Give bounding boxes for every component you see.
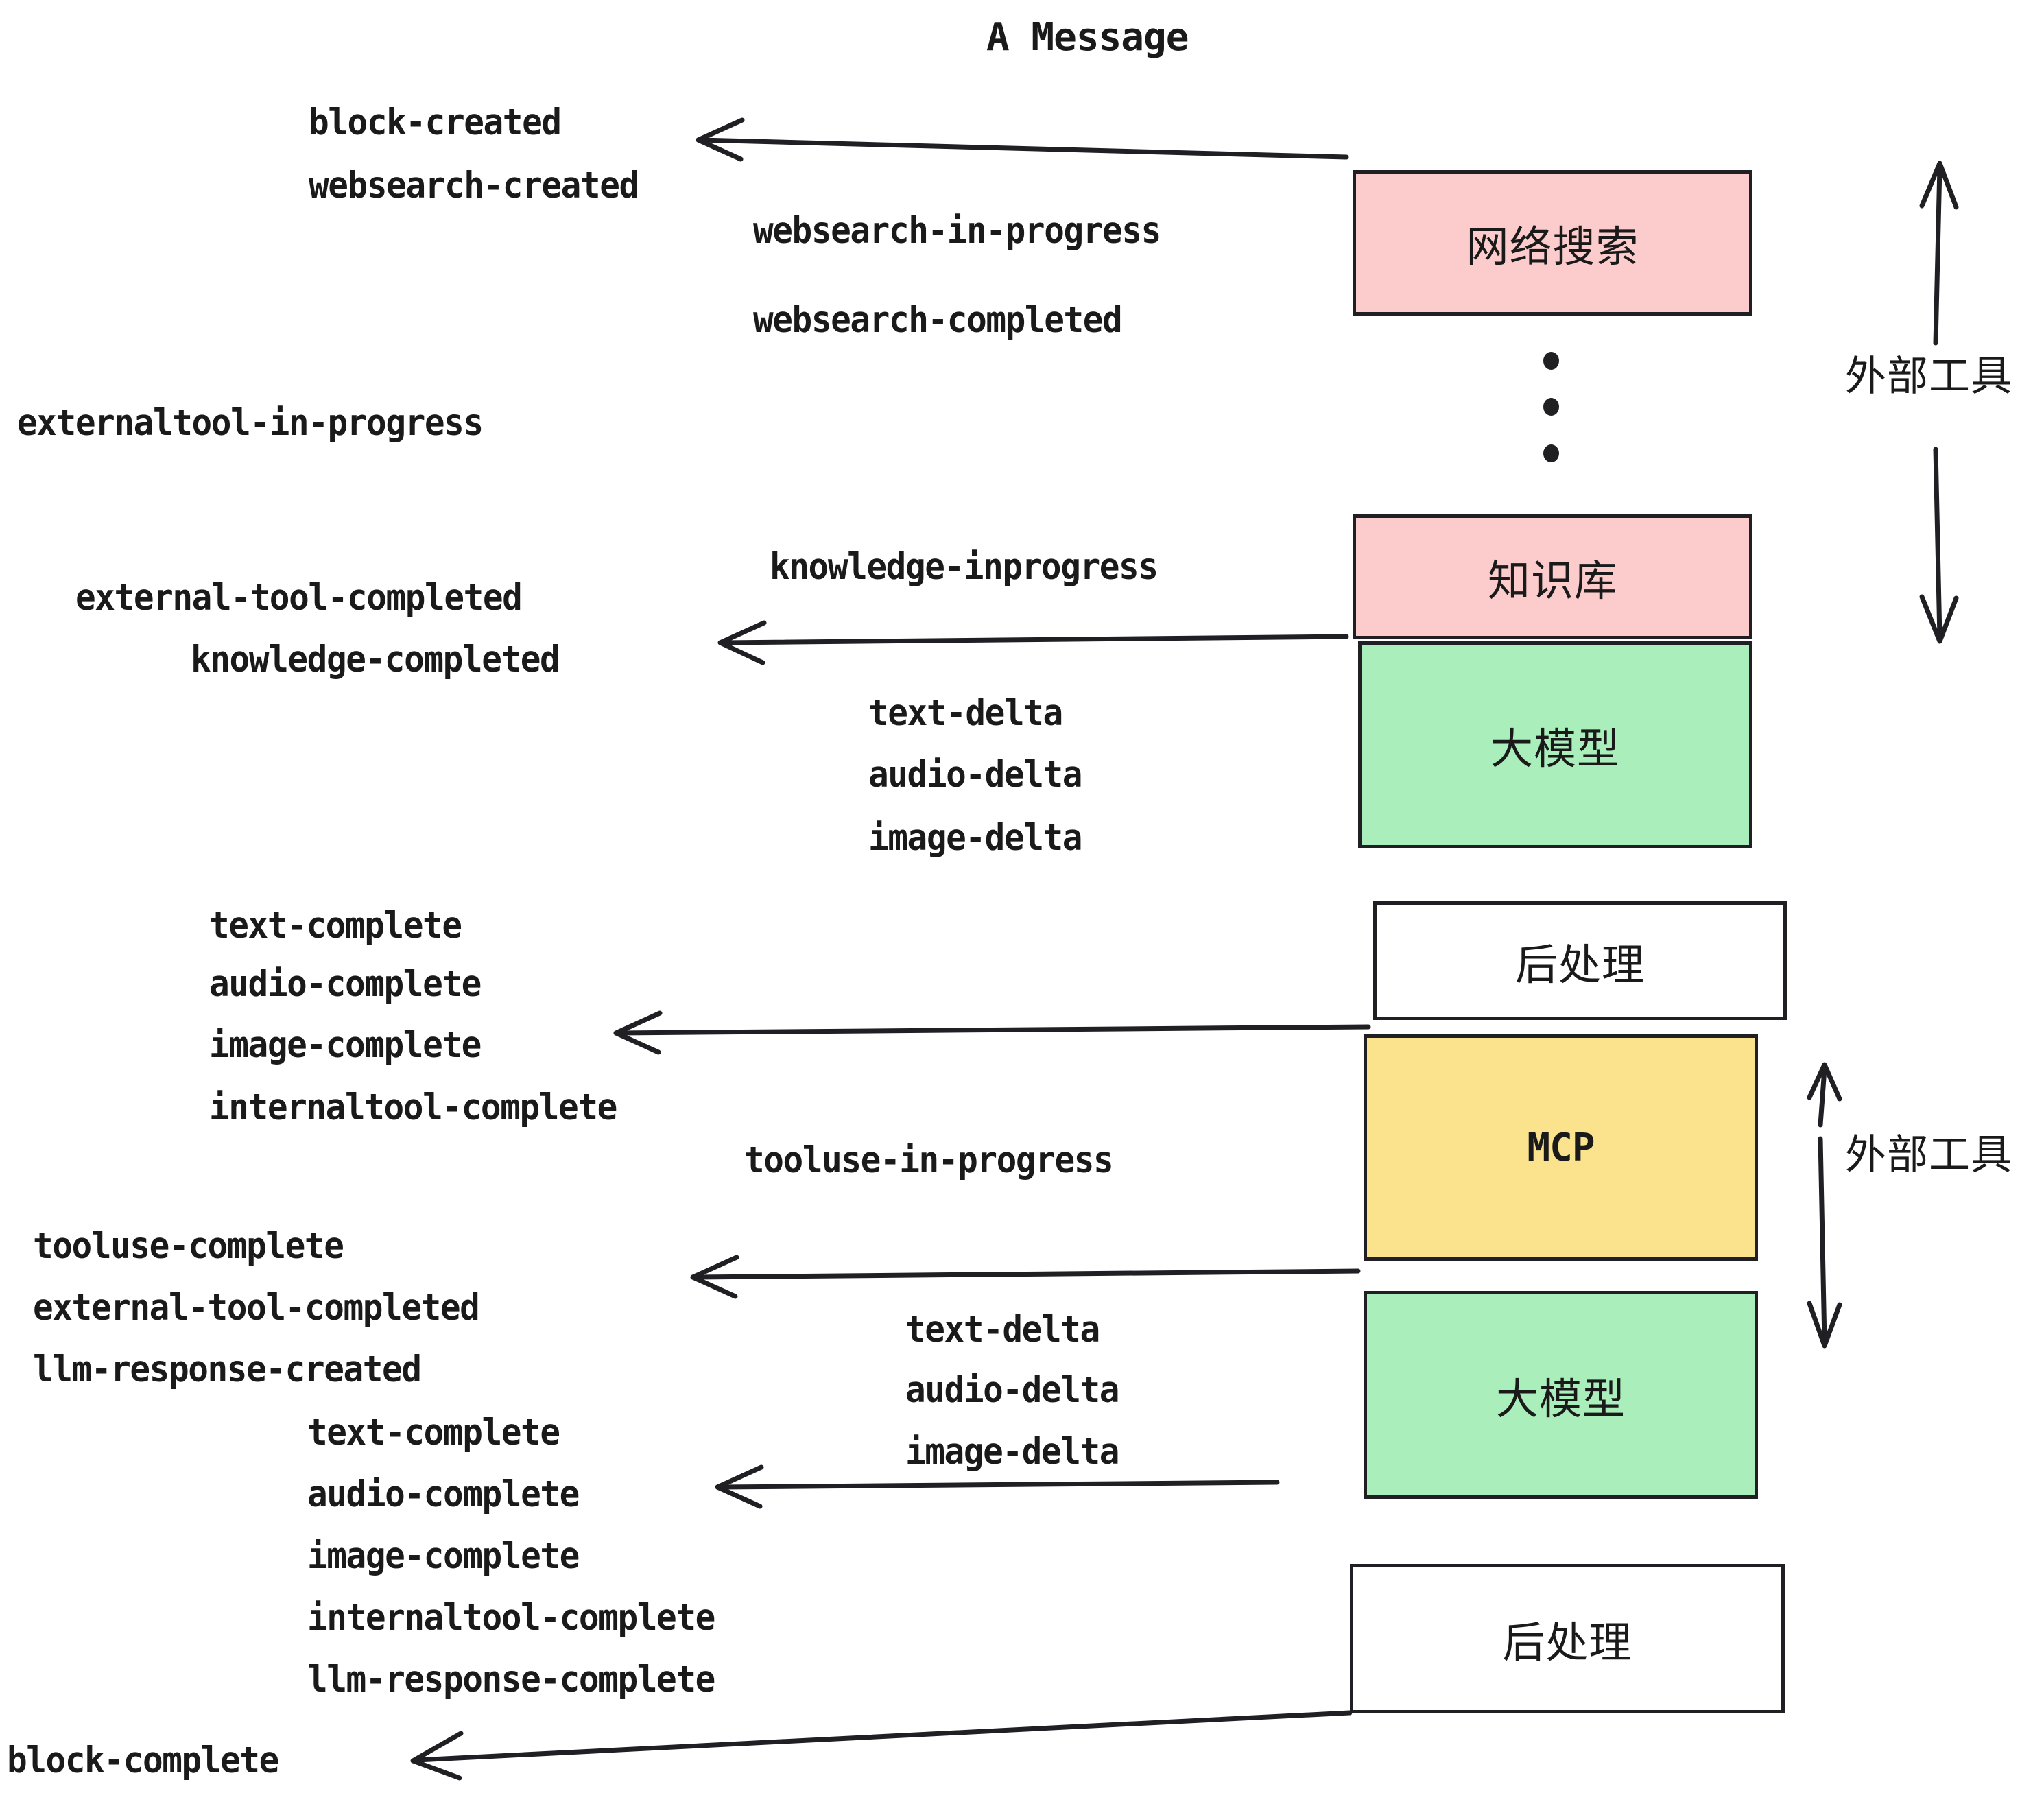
arrow-tooluse-complete: [690, 1255, 1361, 1299]
node-postprocess-2[interactable]: 后处理: [1350, 1564, 1785, 1713]
event-block-created: block-created: [309, 102, 562, 143]
event-audio-delta-1: audio-delta: [868, 754, 1082, 796]
event-text-delta-2: text-delta: [905, 1309, 1100, 1351]
node-websearch-label: 网络搜索: [1466, 222, 1639, 272]
event-internaltool-complete-2: internaltool-complete: [307, 1597, 715, 1639]
node-postprocess-2-label: 后处理: [1502, 1617, 1632, 1667]
node-postprocess-1-label: 后处理: [1514, 939, 1645, 990]
arrow-audio-complete: [715, 1464, 1280, 1509]
event-external-tool-completed-1: external-tool-completed: [75, 577, 523, 619]
arrow-block-created: [696, 117, 1349, 162]
event-audio-complete-1: audio-complete: [209, 963, 482, 1005]
event-knowledge-inprogress: knowledge-inprogress: [770, 546, 1158, 588]
event-image-complete-2: image-complete: [307, 1535, 580, 1577]
node-knowledge[interactable]: 知识库: [1353, 514, 1752, 639]
node-knowledge-label: 知识库: [1487, 556, 1617, 606]
event-tooluse-complete: tooluse-complete: [33, 1225, 344, 1267]
event-llm-response-complete: llm-response-complete: [307, 1659, 715, 1700]
event-websearch-created: websearch-created: [309, 165, 639, 206]
event-block-complete: block-complete: [7, 1740, 279, 1781]
node-llm-second-label: 大模型: [1495, 1373, 1626, 1424]
event-image-complete-1: image-complete: [209, 1024, 482, 1066]
event-text-delta-1: text-delta: [868, 692, 1063, 734]
event-tooluse-in-progress: tooluse-in-progress: [744, 1139, 1114, 1181]
event-audio-complete-2: audio-complete: [307, 1473, 580, 1515]
arrow-knowledge-completed: [717, 620, 1349, 665]
label-external-tools-top: 外部工具: [1845, 353, 2012, 401]
ellipsis-dot-1: [1543, 352, 1559, 370]
event-audio-delta-2: audio-delta: [905, 1369, 1119, 1411]
event-text-complete-1: text-complete: [209, 905, 462, 947]
event-knowledge-completed: knowledge-completed: [191, 639, 560, 680]
node-mcp[interactable]: MCP: [1364, 1034, 1758, 1261]
arrow-block-complete: [410, 1710, 1353, 1781]
node-llm-first-label: 大模型: [1490, 724, 1620, 774]
ellipsis-dot-2: [1543, 398, 1559, 416]
event-text-complete-2: text-complete: [307, 1412, 560, 1453]
diagram-title: A Message: [986, 15, 1189, 60]
label-external-tools-bottom: 外部工具: [1845, 1131, 2012, 1179]
event-websearch-in-progress: websearch-in-progress: [753, 210, 1161, 252]
event-websearch-completed: websearch-completed: [753, 299, 1123, 341]
node-postprocess-1[interactable]: 后处理: [1373, 901, 1787, 1020]
event-external-tool-completed-2: external-tool-completed: [33, 1287, 480, 1329]
node-llm-first[interactable]: 大模型: [1358, 641, 1752, 848]
node-llm-second[interactable]: 大模型: [1364, 1291, 1758, 1499]
node-mcp-label: MCP: [1527, 1125, 1595, 1170]
event-internaltool-complete-1: internaltool-complete: [209, 1087, 617, 1128]
event-image-delta-1: image-delta: [868, 817, 1082, 859]
bracket-external-tools-bottom: [1807, 1062, 1842, 1349]
event-llm-response-created: llm-response-created: [33, 1349, 422, 1390]
event-externaltool-in-progress: externaltool-in-progress: [17, 402, 484, 444]
arrow-image-complete: [613, 1010, 1371, 1055]
event-image-delta-2: image-delta: [905, 1431, 1119, 1473]
node-websearch[interactable]: 网络搜索: [1353, 170, 1752, 316]
ellipsis-dot-3: [1543, 444, 1559, 462]
